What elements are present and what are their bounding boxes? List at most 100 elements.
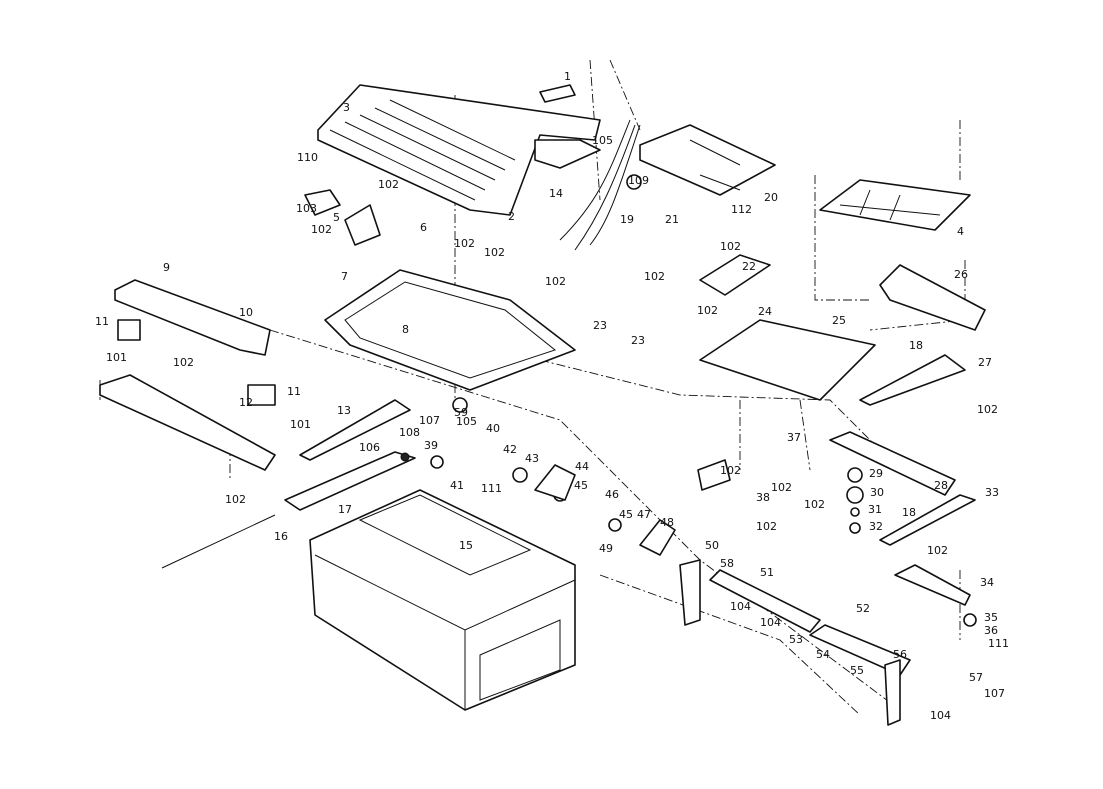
part-label-23: 23: [631, 334, 645, 347]
tray-4: [819, 179, 971, 231]
part-label-107: 107: [419, 414, 440, 427]
part-label-102: 102: [756, 520, 777, 533]
part-label-102: 102: [927, 544, 948, 557]
part-label-28: 28: [934, 479, 948, 492]
part-label-110: 110: [297, 151, 318, 164]
part-label-40: 40: [486, 422, 500, 435]
guide-17: [284, 451, 416, 511]
plate-10: [114, 279, 271, 356]
part-number-labels: 13 105 110 102 10 3 56 14 2 109 19 20 21 11 24 102 102 10…: [95, 70, 1009, 722]
part-label-104: 104: [930, 709, 951, 722]
part-label-19: 19: [620, 213, 634, 226]
part-label-43: 43: [525, 452, 539, 465]
part-label-104: 104: [730, 600, 751, 613]
part-label-3: 3: [343, 101, 350, 114]
part-label-111: 111: [988, 637, 1009, 650]
part-label-102: 102: [378, 178, 399, 191]
part-label-107: 107: [984, 687, 1005, 700]
part-label-18: 18: [902, 506, 916, 519]
part-label-102: 102: [977, 403, 998, 416]
part-label-29: 29: [869, 467, 883, 480]
part-label-16: 16: [274, 530, 288, 543]
top-cover-3: [317, 84, 601, 216]
part-label-102: 102: [225, 493, 246, 506]
part-label-102: 102: [804, 498, 825, 511]
cassette-15: [309, 489, 576, 711]
plate-34: [894, 564, 971, 606]
part-label-23: 23: [593, 319, 607, 332]
part-label-102: 102: [311, 223, 332, 236]
part-label-10: 10: [239, 306, 253, 319]
small-parts: [117, 174, 977, 627]
part-label-102: 102: [484, 246, 505, 259]
part-label-34: 34: [980, 576, 994, 589]
part-label-102: 102: [545, 275, 566, 288]
wire-harness-19: [559, 119, 641, 251]
part-label-47: 47: [637, 508, 651, 521]
part-label-102: 102: [173, 356, 194, 369]
part-label-38: 38: [756, 491, 770, 504]
part-label-42: 42: [503, 443, 517, 456]
part-label-56: 56: [893, 648, 907, 661]
part-label-109: 109: [628, 174, 649, 187]
part-label-106: 106: [359, 441, 380, 454]
part-label-102: 102: [720, 240, 741, 253]
part-label-9: 9: [163, 261, 170, 274]
part-label-24: 24: [758, 305, 772, 318]
part-label-53: 53: [789, 633, 803, 646]
bracket-22: [699, 254, 771, 296]
part-label-58: 58: [720, 557, 734, 570]
part-label-111: 111: [481, 482, 502, 495]
part-label-112: 112: [731, 203, 752, 216]
part-label-26: 26: [954, 268, 968, 281]
part-label-21: 21: [665, 213, 679, 226]
bracket-57: [884, 659, 901, 726]
part-label-104: 104: [760, 616, 781, 629]
part-label-33: 33: [985, 486, 999, 499]
part-label-17: 17: [338, 503, 352, 516]
part-label-55: 55: [850, 664, 864, 677]
part-label-105: 105: [592, 134, 613, 147]
part-label-15: 15: [459, 539, 473, 552]
roller-51: [709, 569, 911, 676]
part-label-2: 2: [508, 210, 515, 223]
part-label-49: 49: [599, 542, 613, 555]
part-label-44: 44: [575, 460, 589, 473]
part-label-41: 41: [450, 479, 464, 492]
part-label-51: 51: [760, 566, 774, 579]
part-label-11: 11: [95, 315, 109, 328]
part-label-105: 105: [456, 415, 477, 428]
part-label-48: 48: [660, 516, 674, 529]
part-label-31: 31: [868, 503, 882, 516]
rack-27: [859, 354, 966, 406]
part-label-57: 57: [969, 671, 983, 684]
part-label-30: 30: [870, 486, 884, 499]
part-label-20: 20: [764, 191, 778, 204]
part-label-6: 6: [420, 221, 427, 234]
guide-26: [879, 264, 986, 331]
part-label-102: 102: [771, 481, 792, 494]
shaft-16: [161, 514, 276, 569]
part-label-12: 12: [239, 396, 253, 409]
tray-25: [699, 319, 876, 401]
rack-33: [879, 494, 976, 546]
part-label-32: 32: [869, 520, 883, 533]
part-label-14: 14: [549, 187, 563, 200]
part-label-46: 46: [605, 488, 619, 501]
bracket-50: [679, 559, 701, 626]
part-label-102: 102: [720, 464, 741, 477]
part-label-102: 102: [454, 237, 475, 250]
guide-28: [829, 431, 956, 496]
part-label-18: 18: [909, 339, 923, 352]
part-label-7: 7: [341, 270, 348, 283]
part-label-13: 13: [337, 404, 351, 417]
part-label-54: 54: [816, 648, 830, 661]
bar-12: [99, 374, 276, 471]
part-label-50: 50: [705, 539, 719, 552]
part-label-11: 11: [287, 385, 301, 398]
part-label-36: 36: [984, 624, 998, 637]
part-label-39: 39: [424, 439, 438, 452]
part-label-27: 27: [978, 356, 992, 369]
